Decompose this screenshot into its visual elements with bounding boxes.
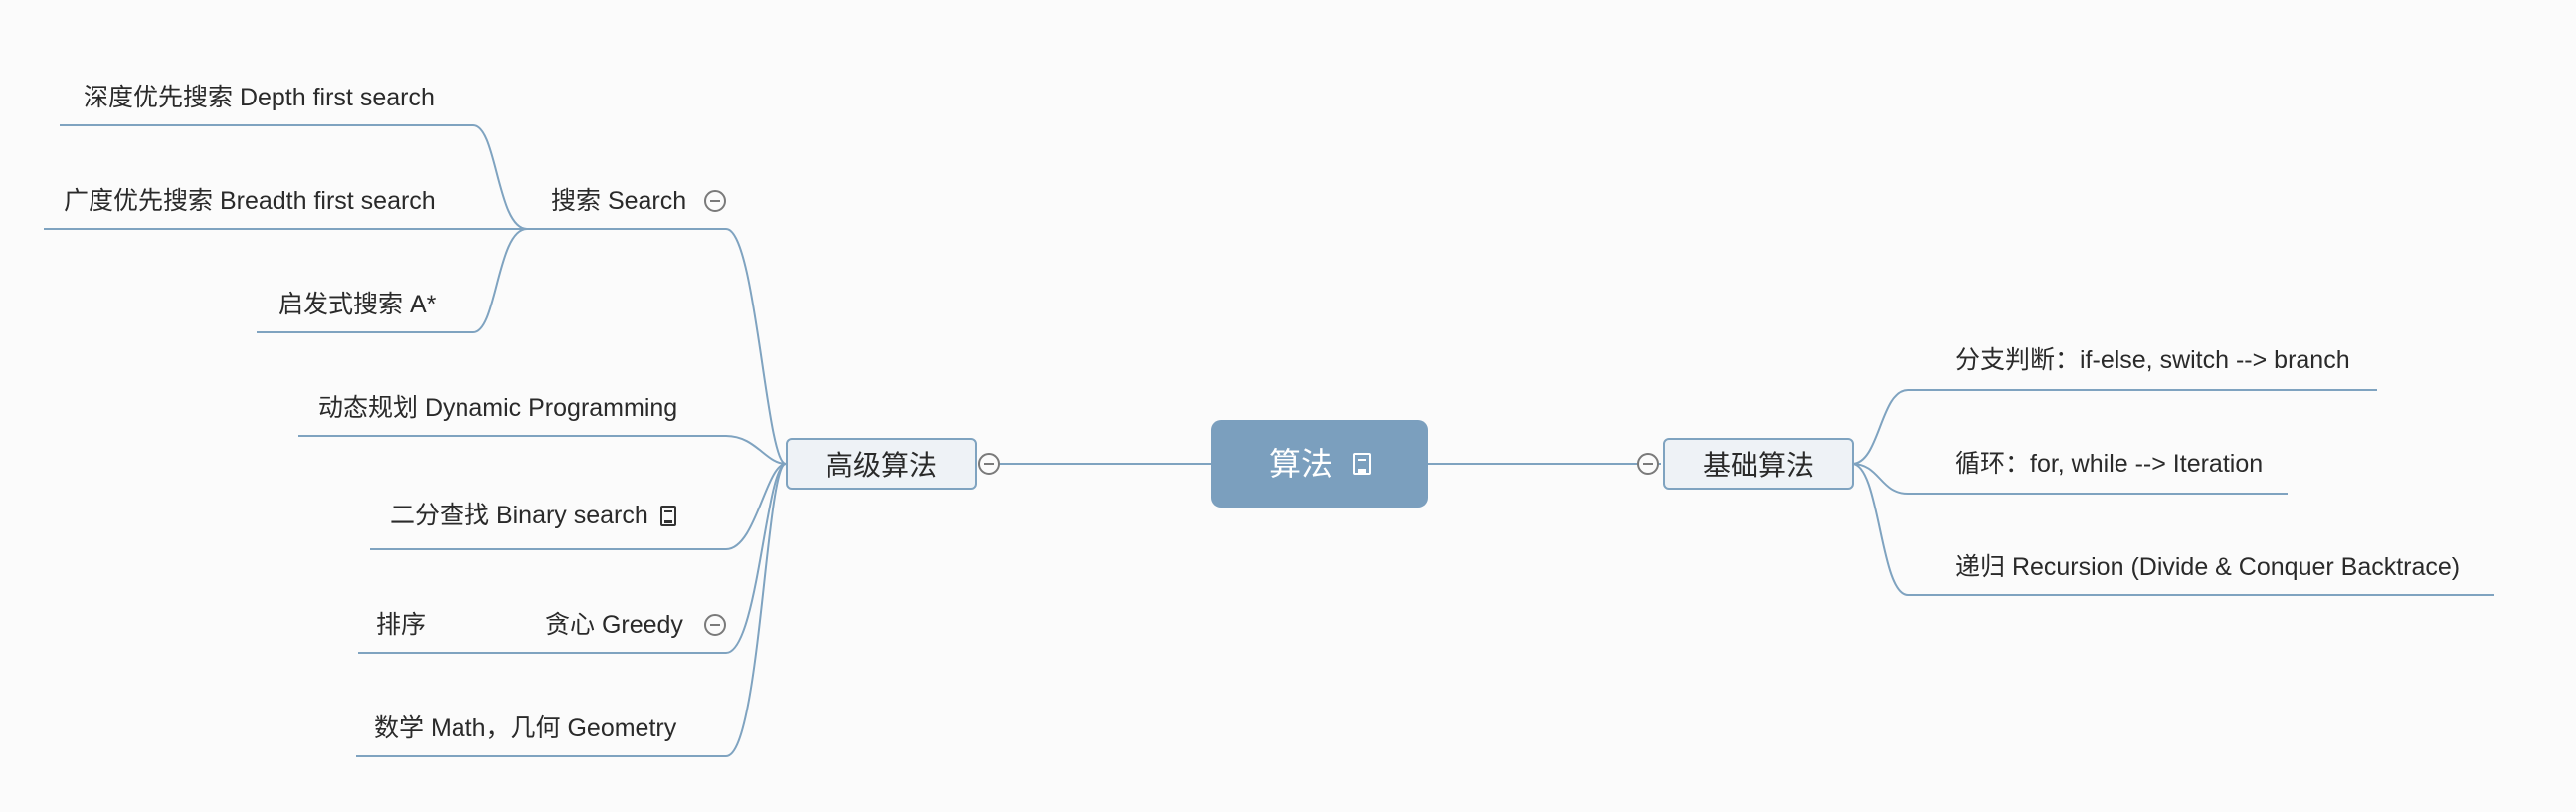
main-topic-basic-label: 基础算法: [1702, 450, 1814, 481]
topic-math-geometry[interactable]: 数学 Math，几何 Geometry: [374, 714, 677, 742]
connector-left-binary: [370, 463, 787, 550]
topic-branch[interactable]: 分支判断：if-else, switch --> branch: [1955, 346, 2350, 374]
collapse-search-icon[interactable]: [704, 190, 726, 212]
topic-astar[interactable]: 启发式搜索 A*: [278, 291, 437, 318]
topic-loop[interactable]: 循环：for, while --> Iteration: [1955, 450, 2264, 478]
topic-sort[interactable]: 排序: [376, 611, 427, 639]
connector-right-loop: [1851, 463, 2288, 495]
collapse-advanced-icon[interactable]: [978, 453, 1000, 475]
connector-left-search: [527, 228, 787, 465]
topic-search[interactable]: 搜索 Search: [551, 187, 687, 215]
central-topic[interactable]: 算法: [1211, 420, 1428, 508]
topic-greedy[interactable]: 贪心 Greedy: [545, 611, 683, 639]
connector-search-astar: [257, 228, 528, 333]
binary-search-note-icon[interactable]: [660, 506, 676, 526]
note-icon[interactable]: [1353, 453, 1371, 475]
connector-left-greedy: [358, 463, 787, 654]
connector-right-branch: [1851, 389, 2377, 465]
connector-search-dfs: [60, 124, 528, 230]
main-topic-basic[interactable]: 基础算法: [1663, 438, 1854, 490]
topic-recursion[interactable]: 递归 Recursion (Divide & Conquer Backtrace…: [1955, 553, 2461, 581]
collapse-basic-icon[interactable]: [1637, 453, 1659, 475]
topic-dfs[interactable]: 深度优先搜索 Depth first search: [84, 84, 435, 111]
connector-left-math: [356, 463, 787, 757]
topic-binary-search[interactable]: 二分查找 Binary search: [390, 502, 648, 529]
central-topic-label: 算法: [1268, 446, 1333, 482]
main-topic-advanced[interactable]: 高级算法: [786, 438, 977, 490]
collapse-greedy-icon[interactable]: [704, 614, 726, 636]
topic-bfs[interactable]: 广度优先搜索 Breadth first search: [64, 187, 436, 215]
connector-left-dp: [298, 435, 787, 465]
connector-right-recursion: [1851, 463, 2494, 596]
topic-dynamic-programming[interactable]: 动态规划 Dynamic Programming: [318, 394, 678, 422]
main-topic-advanced-label: 高级算法: [825, 450, 937, 481]
